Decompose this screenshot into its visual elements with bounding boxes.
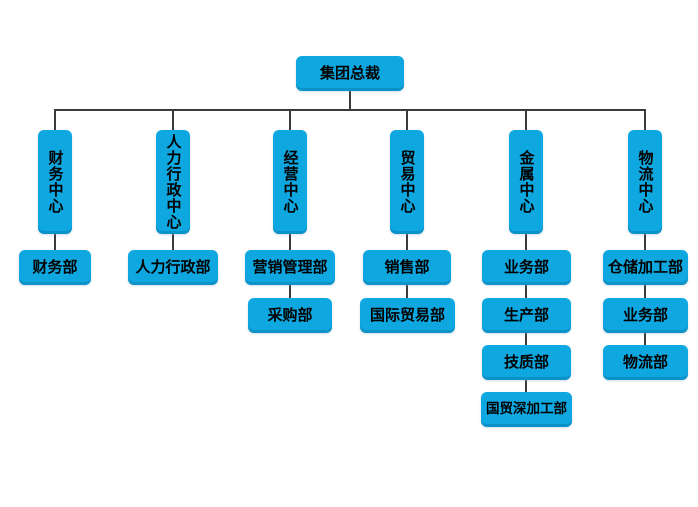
connector-logistics-chain-2 (644, 333, 646, 345)
connector-root-stem (349, 90, 351, 110)
connector-metal-chain-3 (525, 380, 527, 392)
connector-level1-horizontal (54, 109, 646, 111)
node-hr-admin-dept: 人力行政部 (128, 250, 218, 285)
connector-hr-dept (172, 234, 174, 250)
node-metal-business-dept: 业务部 (482, 250, 571, 285)
connector-drop-operations (289, 110, 291, 130)
connector-metal-dept (525, 234, 527, 250)
node-purchasing-dept: 采购部 (248, 298, 332, 333)
connector-operations-chain-1 (289, 285, 291, 298)
connector-metal-chain-1 (525, 285, 527, 298)
node-sales-dept: 销售部 (363, 250, 451, 285)
connector-logistics-dept (644, 234, 646, 250)
node-finance-center: 财务中心 (38, 130, 72, 234)
connector-metal-chain-2 (525, 333, 527, 345)
node-warehouse-processing-dept: 仓储加工部 (603, 250, 688, 285)
node-finance-dept: 财务部 (19, 250, 91, 285)
connector-drop-hr (172, 110, 174, 130)
node-production-dept: 生产部 (482, 298, 571, 333)
connector-finance-dept (54, 234, 56, 250)
connector-drop-metal (525, 110, 527, 130)
connector-trade-chain-1 (406, 285, 408, 298)
connector-drop-trade (406, 110, 408, 130)
node-intl-deep-processing-dept: 国贸深加工部 (481, 392, 572, 427)
node-group-president: 集团总裁 (296, 56, 404, 91)
node-operations-center: 经营中心 (273, 130, 307, 234)
node-logistics-business-dept: 业务部 (603, 298, 688, 333)
node-metal-center: 金属中心 (509, 130, 543, 234)
node-intl-trade-dept: 国际贸易部 (360, 298, 455, 333)
connector-trade-dept (406, 234, 408, 250)
connector-logistics-chain-1 (644, 285, 646, 298)
node-logistics-dept: 物流部 (603, 345, 688, 380)
node-marketing-mgmt-dept: 营销管理部 (245, 250, 335, 285)
node-logistics-center: 物流中心 (628, 130, 662, 234)
node-tech-quality-dept: 技质部 (482, 345, 571, 380)
connector-operations-dept (289, 234, 291, 250)
connector-drop-logistics (644, 110, 646, 130)
node-trade-center: 贸易中心 (390, 130, 424, 234)
node-hr-admin-center: 人力行政中心 (156, 130, 190, 234)
connector-drop-finance (54, 110, 56, 130)
